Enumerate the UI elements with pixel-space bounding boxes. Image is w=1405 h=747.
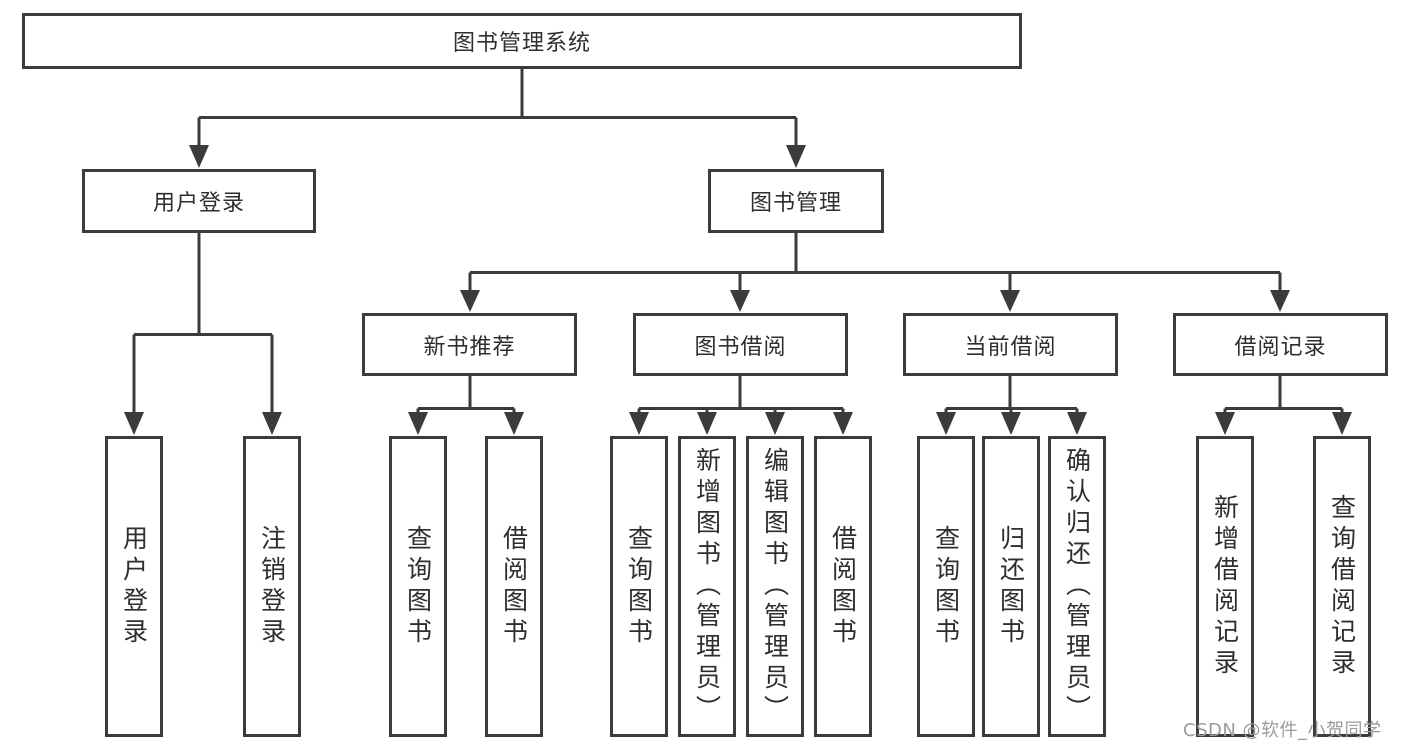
node-library-system: 图书管理系统: [22, 13, 1022, 69]
leaf-query-borrow-record: 查询借阅记录: [1313, 436, 1371, 737]
leaf-confirm-return-admin: 确认归还（管理员）: [1048, 436, 1106, 737]
leaf-edit-books-admin: 编辑图书（管理员）: [746, 436, 804, 737]
node-current-borrowing: 当前借阅: [903, 313, 1118, 376]
leaf-query-books-borrow: 查询图书: [610, 436, 668, 737]
leaf-query-books-recommend: 查询图书: [389, 436, 447, 737]
leaf-return-books: 归还图书: [982, 436, 1040, 737]
node-user-login: 用户登录: [82, 169, 316, 233]
leaf-add-borrow-record: 新增借阅记录: [1196, 436, 1254, 737]
leaf-user-login: 用户登录: [105, 436, 163, 737]
leaf-query-books-current: 查询图书: [917, 436, 975, 737]
leaf-add-books-admin: 新增图书（管理员）: [678, 436, 736, 737]
node-book-management: 图书管理: [708, 169, 884, 233]
node-book-borrowing: 图书借阅: [633, 313, 848, 376]
leaf-borrow-books: 借阅图书: [814, 436, 872, 737]
node-new-book-recommend: 新书推荐: [362, 313, 577, 376]
node-borrowing-records: 借阅记录: [1173, 313, 1388, 376]
leaf-borrow-books-recommend: 借阅图书: [485, 436, 543, 737]
leaf-logout-login: 注销登录: [243, 436, 301, 737]
watermark-text: CSDN @软件_小贺同学: [1183, 720, 1382, 741]
